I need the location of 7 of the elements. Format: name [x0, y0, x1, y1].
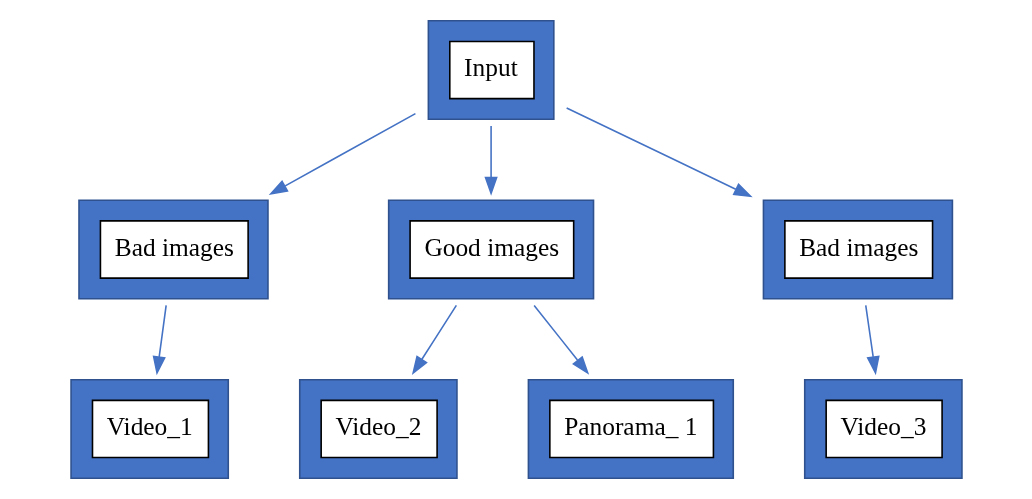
arrow — [152, 304, 167, 376]
arrow — [411, 304, 457, 375]
arrow — [483, 125, 498, 196]
arrow — [565, 107, 753, 198]
arrow — [864, 304, 880, 376]
arrow — [268, 112, 416, 196]
arrow — [532, 304, 589, 375]
